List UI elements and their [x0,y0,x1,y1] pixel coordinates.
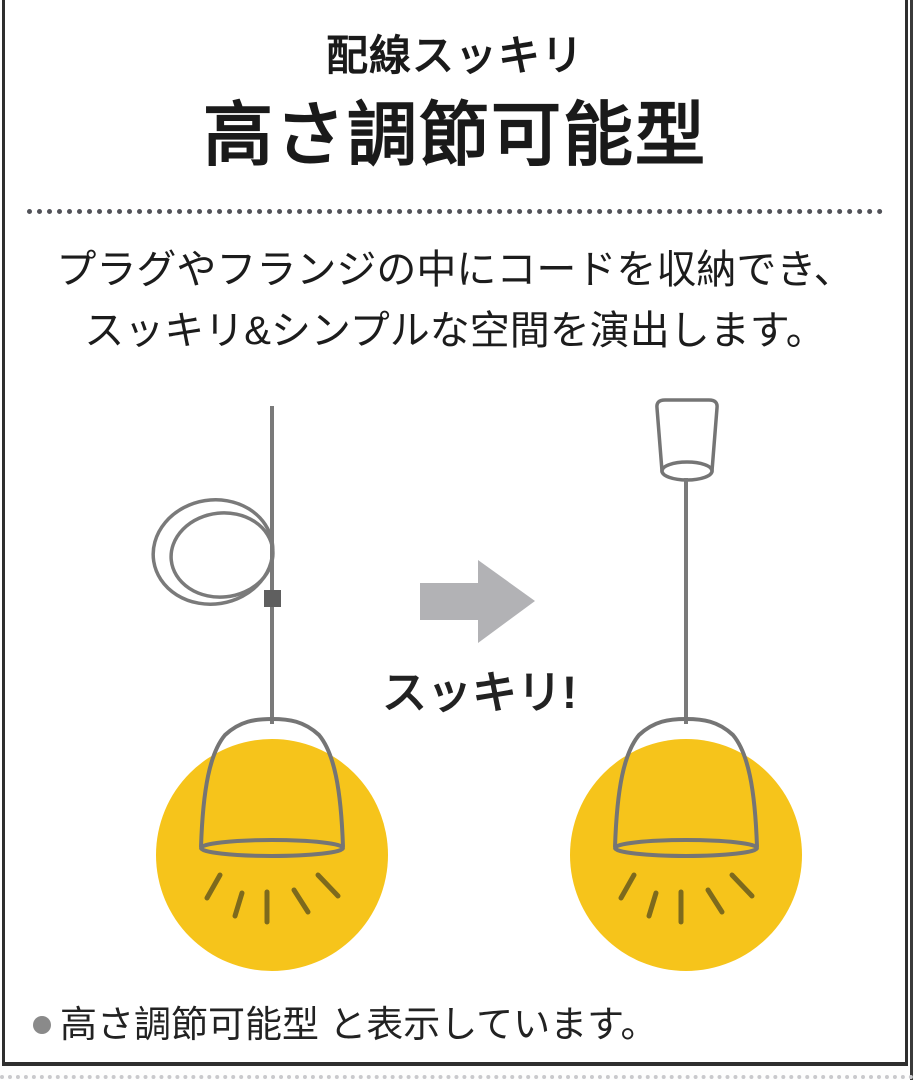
lamp-shade-rim [613,838,759,858]
catalog-callout-frame: 配線スッキリ 高さ調節可能型 プラグやフランジの中にコードを収納でき、 スッキリ… [2,0,908,1066]
cord-coil-outer [151,498,275,606]
description-line-1: プラグやフランジの中にコードを収納でき、 [56,248,854,292]
before-after-illustration: スッキリ! [5,388,905,978]
ceiling-plug-cover [655,398,719,473]
pendant-lamp-diagram [151,398,802,971]
after-pendant-clean-cord [570,398,802,971]
arrow-right-icon [420,560,535,643]
bullet-icon [33,1016,51,1034]
light-rays [204,872,341,925]
adjacent-column-rule [910,0,913,1080]
feature-subtitle: 配線スッキリ [325,32,584,79]
description-line-2: スッキリ&シンプルな空間を演出します。 [84,309,826,353]
lamp-shade [199,716,345,848]
before-pendant-coiled-cord [151,406,388,971]
outer-dotted-divider [0,1075,914,1079]
feature-description: プラグやフランジの中にコードを収納でき、 スッキリ&シンプルな空間を演出します。 [5,240,905,362]
light-rays [618,872,755,925]
page-title: 高さ調節可能型 [203,95,707,174]
ceiling-plug-rim [660,460,714,482]
cord-clip [264,590,281,607]
arrow-label: スッキリ! [382,667,577,718]
lamp-shade [613,716,759,848]
cord-coil-inner [169,511,275,599]
dotted-divider [27,209,883,214]
footnote: 高さ調節可能型 と表示しています。 [33,1002,905,1048]
lamp-shade-rim [199,838,345,858]
footnote-text: 高さ調節可能型 と表示しています。 [60,1004,658,1045]
